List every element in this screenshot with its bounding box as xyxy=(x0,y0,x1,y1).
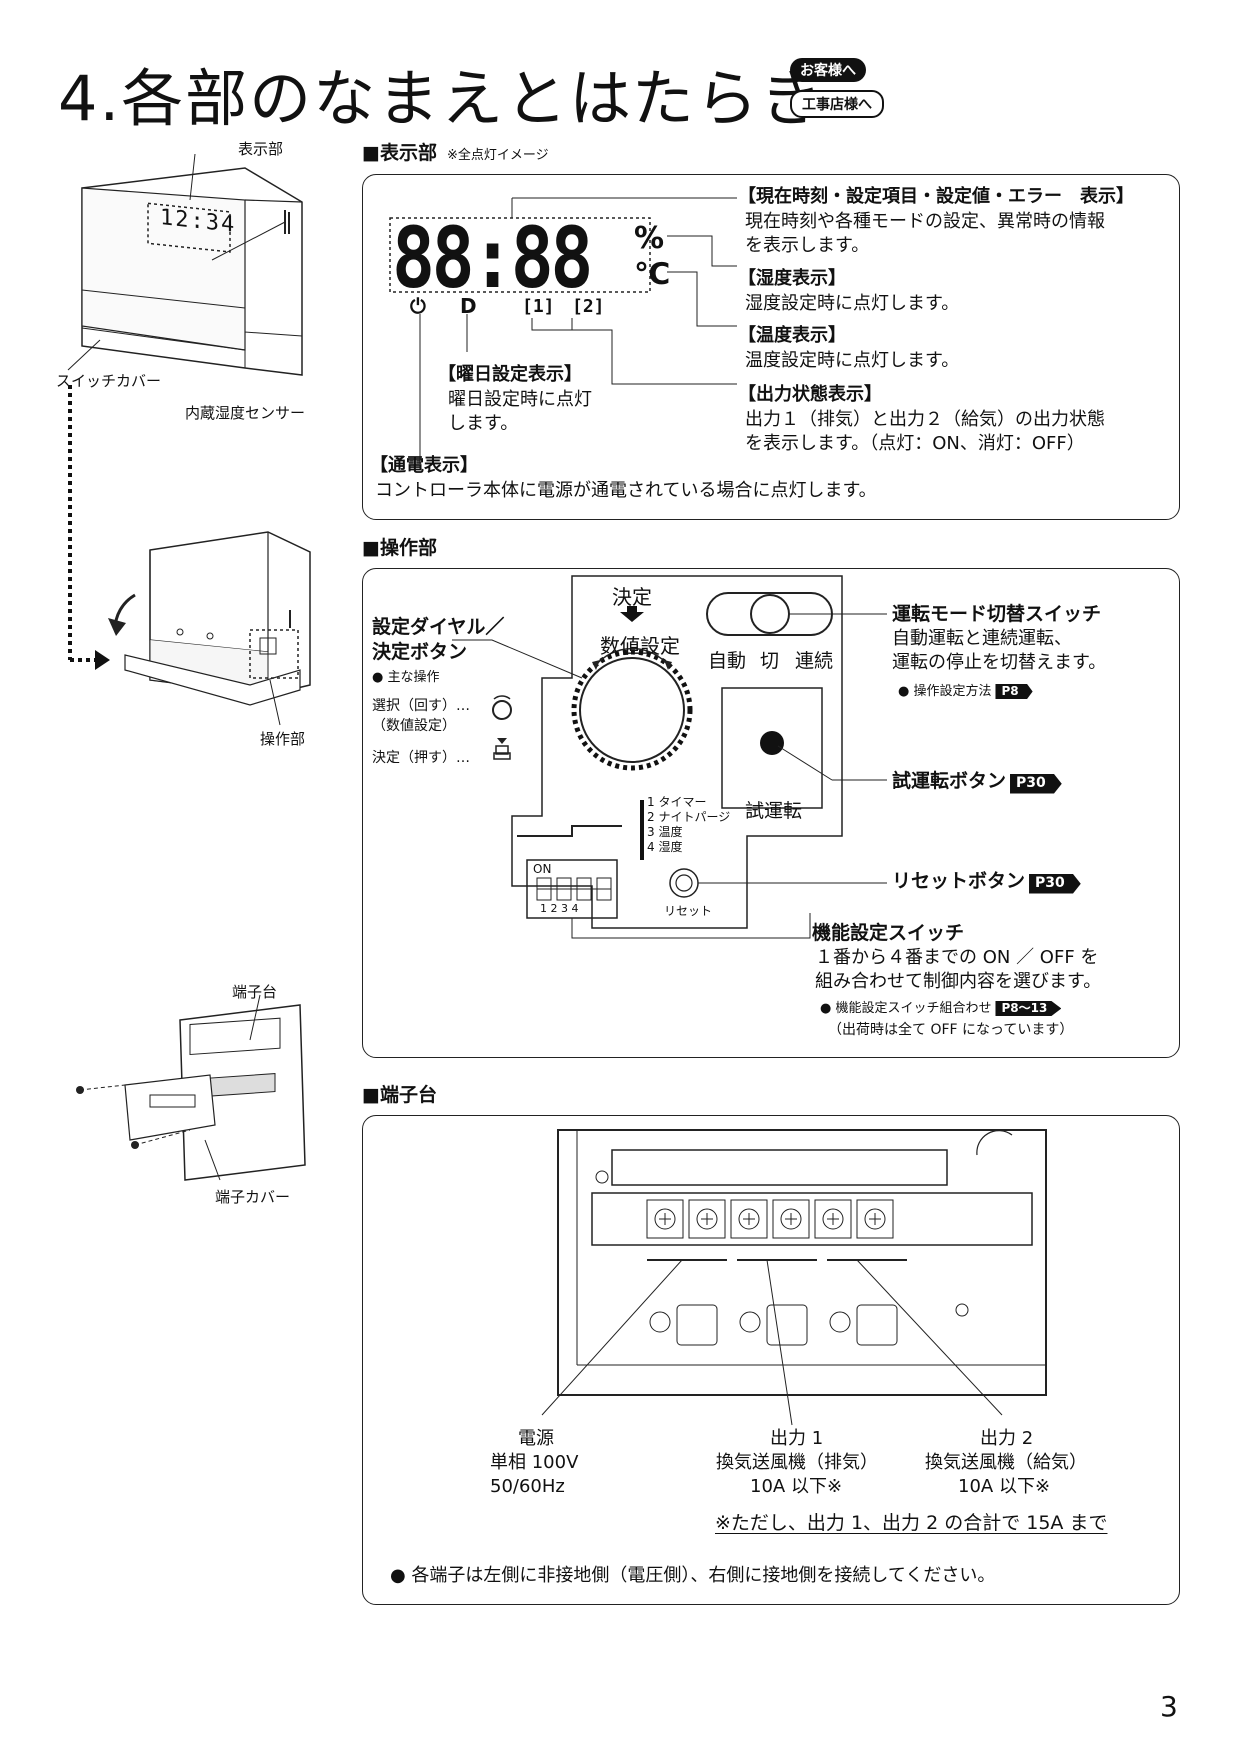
mode-switch-desc-2: 運転の停止を切替えます。 xyxy=(892,652,1107,673)
func-switch-page-ref[interactable]: P8～13 xyxy=(995,1001,1062,1016)
display-diagram xyxy=(389,197,737,464)
output-desc-2: を表示します。（点灯：ON、消灯：OFF） xyxy=(745,433,1085,454)
power-title: 【通電表示】 xyxy=(370,455,478,476)
output-desc-1: 出力１（排気）と出力２（給気）の出力状態 xyxy=(745,409,1105,430)
mode-auto-label: 自動 xyxy=(708,650,747,672)
op-decide: 決定（押す）… xyxy=(372,750,470,766)
temp-title: 【温度表示】 xyxy=(738,325,846,346)
terminal-screws xyxy=(646,1199,894,1239)
out2-l3: 10A 以下※ xyxy=(958,1476,1051,1497)
power-l3: 50/60Hz xyxy=(490,1476,565,1497)
celsius-indicator: ℃ xyxy=(634,257,671,292)
op-select-1: 選択（回す）… xyxy=(372,698,470,714)
badge-customer: お客様へ xyxy=(790,58,866,82)
mode-switch-title: 運転モード切替スイッチ xyxy=(892,603,1102,625)
func-switch-desc-1: １番から４番までの ON ／ OFF を xyxy=(815,947,1099,968)
controller-front-illustration xyxy=(81,167,303,376)
reset-label: リセット xyxy=(664,904,713,918)
out2-l2: 換気送風機（給気） xyxy=(925,1452,1087,1473)
display-heading: ■表示部※全点灯イメージ xyxy=(362,142,549,164)
func-list-2: 2 ナイトパージ xyxy=(647,810,731,824)
out1-l3: 10A 以下※ xyxy=(750,1476,843,1497)
terminal-heading: ■端子台 xyxy=(362,1084,437,1106)
power-l2: 単相 100V xyxy=(490,1452,579,1473)
mode-off-label: 切 xyxy=(760,650,780,672)
dial-title-1: 設定ダイヤル／ xyxy=(372,616,505,638)
power-icon: ⏻ xyxy=(410,294,426,318)
day-title: 【曜日設定表示】 xyxy=(438,364,582,385)
control-diagram xyxy=(452,575,887,939)
percent-indicator: % xyxy=(634,221,665,256)
terminal-board-illustration xyxy=(76,1004,306,1181)
power-desc: コントローラ本体に電源が通電されている場合に点灯します。 xyxy=(375,480,877,501)
total-current-note: ※ただし、出力 1、出力 2 の合計で 15A まで xyxy=(715,1512,1108,1534)
control-panel xyxy=(362,568,1180,1058)
reset-button-page-ref[interactable]: P30 xyxy=(1029,874,1081,894)
controller-open-illustration xyxy=(108,531,311,706)
label-display: 表示部 xyxy=(238,140,284,158)
func-list-3: 3 温度 xyxy=(647,825,683,839)
label-terminal-cover: 端子カバー xyxy=(215,1188,291,1206)
func-switch-desc-2: 組み合わせて制御内容を選びます。 xyxy=(815,971,1102,992)
mode-switch-desc-1: 自動運転と連続運転、 xyxy=(892,628,1072,649)
label-humidity-sensor: 内蔵湿度センサー xyxy=(185,404,306,422)
power-l1: 電源 xyxy=(518,1428,554,1449)
day-icon: D xyxy=(460,294,477,318)
label-terminal: 端子台 xyxy=(232,983,278,1001)
func-switch-title: 機能設定スイッチ xyxy=(812,922,965,944)
page-number: 3 xyxy=(1160,1690,1178,1723)
terminal-panel xyxy=(362,1115,1180,1605)
label-control: 操作部 xyxy=(260,730,306,748)
decide-label: 決定 xyxy=(612,585,652,609)
test-button-page-ref[interactable]: P30 xyxy=(1010,774,1062,794)
display-panel xyxy=(362,174,1180,520)
dial-title-2: 決定ボタン xyxy=(372,641,468,663)
current-desc-1: 現在時刻や各種モードの設定、異常時の情報 xyxy=(745,211,1105,232)
output1-icon: [1] xyxy=(522,296,555,317)
page-title: 4.各部のなまえとはたらき xyxy=(58,62,824,135)
terminal-diagram xyxy=(541,1129,1047,1426)
left-illustrations xyxy=(67,153,311,1181)
day-desc-2: します。 xyxy=(448,413,519,434)
func-list-4: 4 湿度 xyxy=(647,840,683,854)
current-desc-2: を表示します。 xyxy=(745,235,870,256)
badge-installer: 工事店様へ xyxy=(790,90,884,118)
output2-icon: [2] xyxy=(572,296,605,317)
output-title: 【出力状態表示】 xyxy=(738,384,882,405)
day-desc-1: 曜日設定時に点灯 xyxy=(448,389,592,410)
cable-clamps xyxy=(649,1304,898,1346)
test-run-label: 試運転 xyxy=(745,800,803,822)
current-title: 【現在時刻・設定項目・設定値・エラー 表示】 xyxy=(738,186,1134,207)
op-select-2: （数値設定） xyxy=(372,718,456,734)
numeric-label: 数値設定 xyxy=(600,634,680,658)
dip-on-label: ON xyxy=(533,862,552,876)
label-switch-cover: スイッチカバー xyxy=(56,372,162,390)
out2-l1: 出力 2 xyxy=(980,1428,1034,1449)
dip-numbers: 1 2 3 4 xyxy=(540,902,579,915)
humid-desc: 湿度設定時に点灯します。 xyxy=(745,293,960,314)
segment-display: 88:88 xyxy=(392,209,593,307)
temp-desc: 温度設定時に点灯します。 xyxy=(745,350,960,371)
mode-switch-page-ref[interactable]: P8 xyxy=(995,684,1033,699)
control-heading: ■操作部 xyxy=(362,537,437,559)
func-switch-note: （出荷時は全て OFF になっています） xyxy=(828,1022,1074,1038)
mode-cont-label: 連続 xyxy=(795,650,834,672)
out1-l2: 換気送風機（排気） xyxy=(716,1452,878,1473)
humid-title: 【湿度表示】 xyxy=(738,268,846,289)
out1-l1: 出力 1 xyxy=(770,1428,824,1449)
func-list-1: 1 タイマー xyxy=(647,795,707,809)
wiring-note: ● 各端子は左側に非接地側（電圧側）、右側に接地側を接続してください。 xyxy=(390,1565,996,1586)
main-ops-label: ● 主な操作 xyxy=(372,670,440,685)
